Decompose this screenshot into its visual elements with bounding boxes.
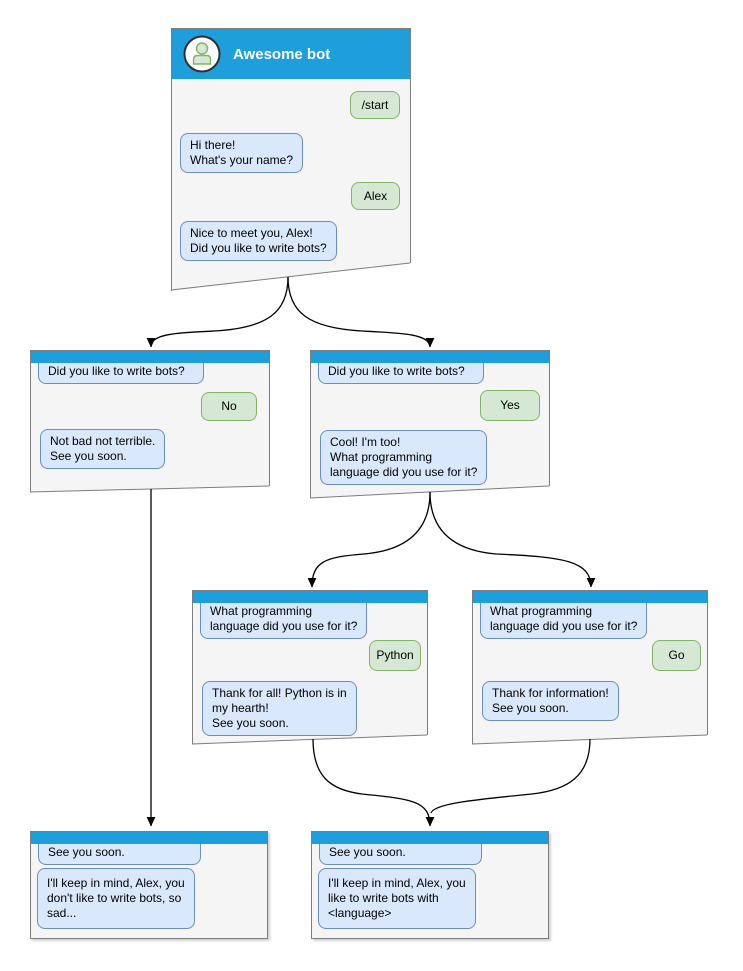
bot-avatar-person-icon: [183, 35, 221, 73]
bot-message-go-response: Thank for information! See you soon.: [482, 681, 619, 721]
window-titlebar-strip: [31, 832, 267, 844]
chat-window-main: Awesome bot /start Hi there! What's your…: [171, 28, 411, 291]
chat-window-branch-go: What programming language did you use fo…: [472, 590, 708, 744]
user-message-go: Go: [652, 640, 701, 671]
edge-python-to-end: [312, 738, 435, 827]
chat-window-branch-python: What programming language did you use fo…: [192, 590, 428, 744]
window-titlebar-strip: [473, 591, 707, 603]
chat-window-end-no: See you soon. I'll keep in mind, Alex, y…: [30, 831, 268, 939]
edge-main-to-branch-yes: [287, 276, 435, 348]
bot-message-end-no: I'll keep in mind, Alex, you don't like …: [37, 868, 195, 929]
window-titlebar-strip: [193, 591, 427, 603]
bot-message-no-response: Not bad not terrible. See you soon.: [40, 429, 166, 469]
chat-titlebar: Awesome bot: [172, 29, 410, 79]
edge-go-to-end: [430, 738, 591, 814]
user-message-python: Python: [369, 640, 421, 671]
bot-message-end-yes: I'll keep in mind, Alex, you like to wri…: [318, 868, 476, 929]
chat-window-branch-no: Did you like to write bots? No Not bad n…: [30, 350, 270, 492]
user-message-yes: Yes: [480, 390, 540, 421]
bot-name-title: Awesome bot: [233, 45, 331, 63]
bot-message-python-response: Thank for all! Python is in my hearth! S…: [202, 681, 357, 736]
user-message-no: No: [201, 392, 257, 421]
user-message-start-command: /start: [350, 91, 400, 119]
edge-yes-to-python: [307, 491, 431, 588]
user-message-name: Alex: [351, 182, 400, 210]
window-titlebar-strip: [31, 351, 269, 363]
window-titlebar-strip: [312, 832, 548, 844]
bot-message-yes-response: Cool! I'm too! What programming language…: [320, 430, 488, 485]
window-titlebar-strip: [311, 351, 549, 363]
chat-window-branch-yes: Did you like to write bots? Yes Cool! I'…: [310, 350, 550, 498]
edge-yes-to-go: [429, 491, 596, 588]
chat-window-end-yes: See you soon. I'll keep in mind, Alex, y…: [311, 831, 549, 939]
bot-message-ask-bots: Nice to meet you, Alex! Did you like to …: [180, 221, 337, 261]
bot-message-greeting: Hi there! What's your name?: [180, 133, 304, 173]
